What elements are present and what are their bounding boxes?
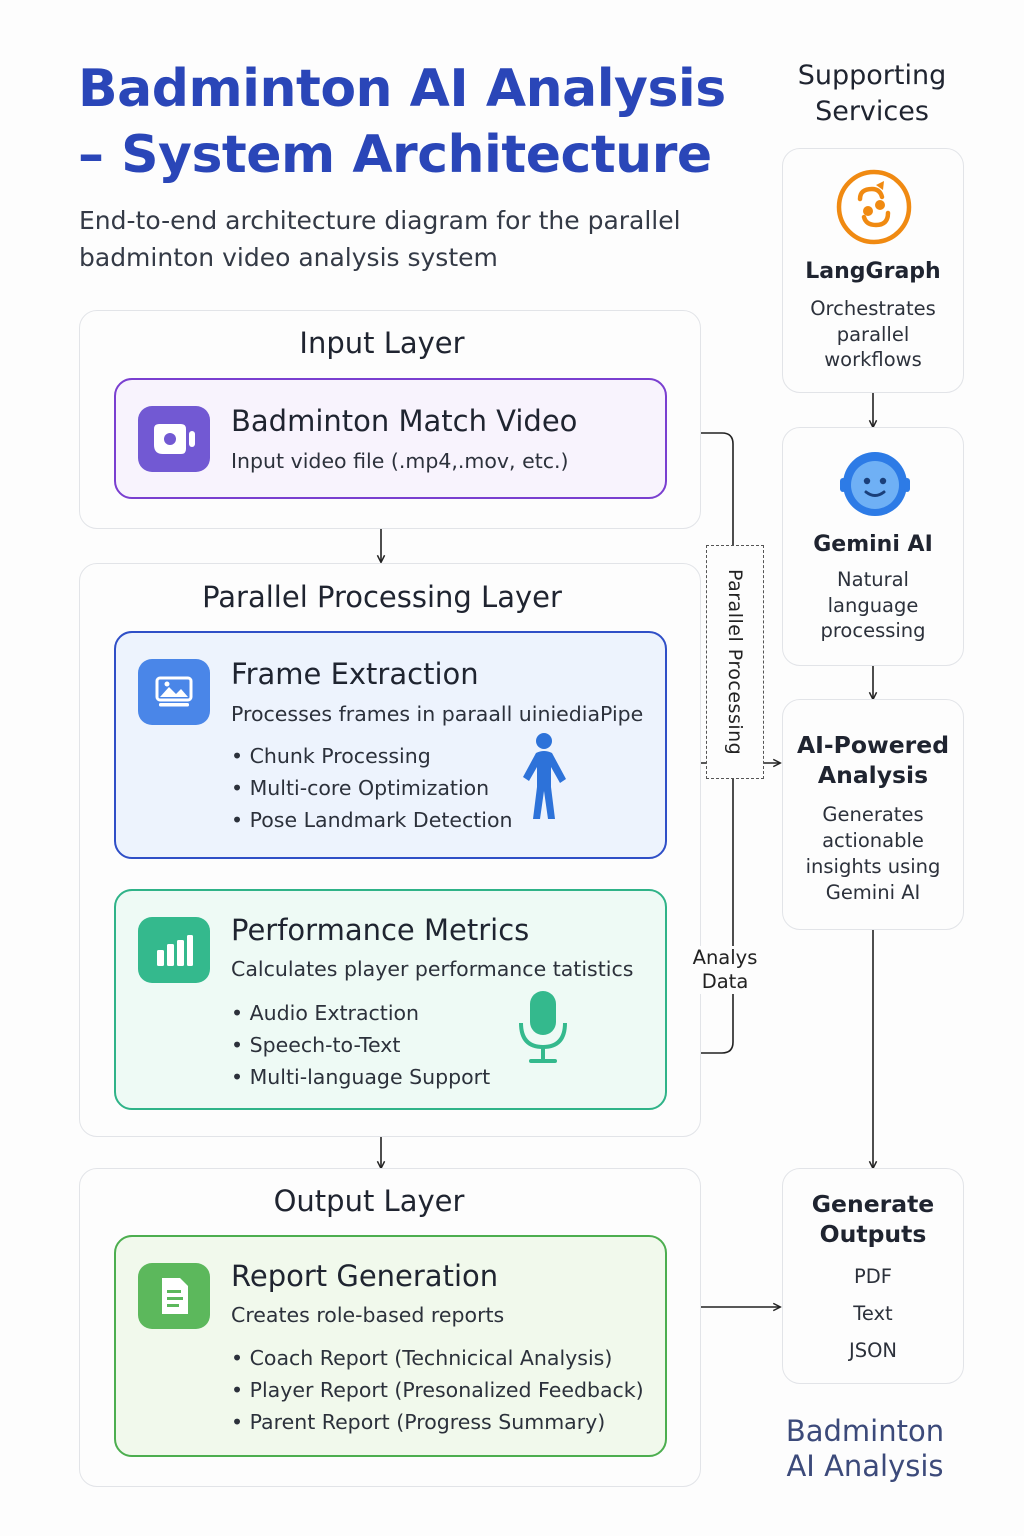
page-title: Badminton AI Analysis – System Architect… (78, 59, 726, 185)
person-pose-icon (523, 733, 566, 819)
langgraph-icon (836, 169, 912, 245)
output-format-pdf: PDF (854, 1265, 892, 1288)
report-card-title: Report Generation (231, 1259, 499, 1293)
list-item: Multi-language Support (231, 1061, 491, 1093)
output-format-text: Text (853, 1302, 893, 1325)
frame-card-bullets: Chunk Processing Multi-core Optimization… (231, 740, 513, 836)
input-layer-title: Input Layer (299, 326, 465, 360)
list-item: Coach Report (Technicical Analysis) (231, 1342, 644, 1374)
parallel-processing-label: Parallel Processing (706, 545, 764, 779)
video-card[interactable]: Badminton Match Video Input video file (… (114, 378, 667, 499)
list-item: Player Report (Presonalized Feedback) (231, 1374, 644, 1406)
frame-extraction-card[interactable]: Frame Extraction Processes frames in par… (114, 631, 667, 859)
gemini-face-icon (840, 452, 910, 516)
gemini-box[interactable]: Gemini AI Natural language processing (782, 427, 964, 666)
brand-footer: Badminton AI Analysis (785, 1414, 945, 1483)
ai-powered-analysis-box[interactable]: AI-Powered Analysis Generates actionable… (782, 699, 964, 930)
list-item: Pose Landmark Detection (231, 804, 513, 836)
list-item: Speech-to-Text (231, 1029, 490, 1061)
metrics-card-title: Performance Metrics (231, 913, 530, 947)
outputs-title: Generate Outputs (811, 1190, 935, 1248)
bar-chart-icon (138, 917, 210, 983)
analysis-description: Generates actionable insights using Gemi… (805, 803, 941, 904)
report-card-description: Creates role-based reports (231, 1303, 505, 1327)
report-generation-card[interactable]: Report Generation Creates role-based rep… (114, 1235, 667, 1457)
processing-layer-title: Parallel Processing Layer (202, 580, 562, 614)
video-card-title: Badminton Match Video (231, 404, 578, 438)
performance-metrics-card[interactable]: Performance Metrics Calculates player pe… (114, 889, 667, 1110)
analysis-data-label: Analys Data (684, 946, 766, 994)
video-camera-icon (138, 406, 210, 472)
analysis-title: AI-Powered Analysis (796, 731, 950, 789)
generate-outputs-box[interactable]: Generate Outputs PDF Text JSON (782, 1168, 964, 1384)
output-layer-title: Output Layer (273, 1184, 465, 1218)
gemini-description: Natural language processing (820, 568, 926, 642)
langgraph-box[interactable]: LangGraph Orchestrates parallel workflow… (782, 148, 964, 393)
list-item: Parent Report (Progress Summary) (231, 1406, 644, 1438)
microphone-icon (519, 991, 567, 1063)
langgraph-description: Orchestrates parallel workflows (810, 297, 936, 371)
sidebar-title: Supporting Services (797, 60, 947, 127)
list-item: Chunk Processing (231, 740, 513, 772)
frame-card-description: Processes frames in paraall uiniediaPipe (231, 702, 644, 726)
list-item: Multi-core Optimization (231, 772, 513, 804)
document-icon (138, 1263, 210, 1329)
list-item: Audio Extraction (231, 997, 490, 1029)
page-subtitle: End-to-end architecture diagram for the … (79, 206, 681, 272)
output-format-json: JSON (848, 1339, 898, 1362)
metrics-card-bullets: Audio Extraction Speech-to-Text Multi-la… (231, 997, 491, 1093)
report-card-bullets: Coach Report (Technicical Analysis) Play… (231, 1342, 644, 1438)
langgraph-name: LangGraph (805, 259, 941, 284)
video-card-description: Input video file (.mp4,.mov, etc.) (231, 449, 569, 473)
image-icon (138, 659, 210, 725)
frame-card-title: Frame Extraction (231, 657, 479, 691)
metrics-card-description: Calculates player performance tatistics (231, 957, 634, 981)
gemini-name: Gemini AI (813, 532, 933, 557)
